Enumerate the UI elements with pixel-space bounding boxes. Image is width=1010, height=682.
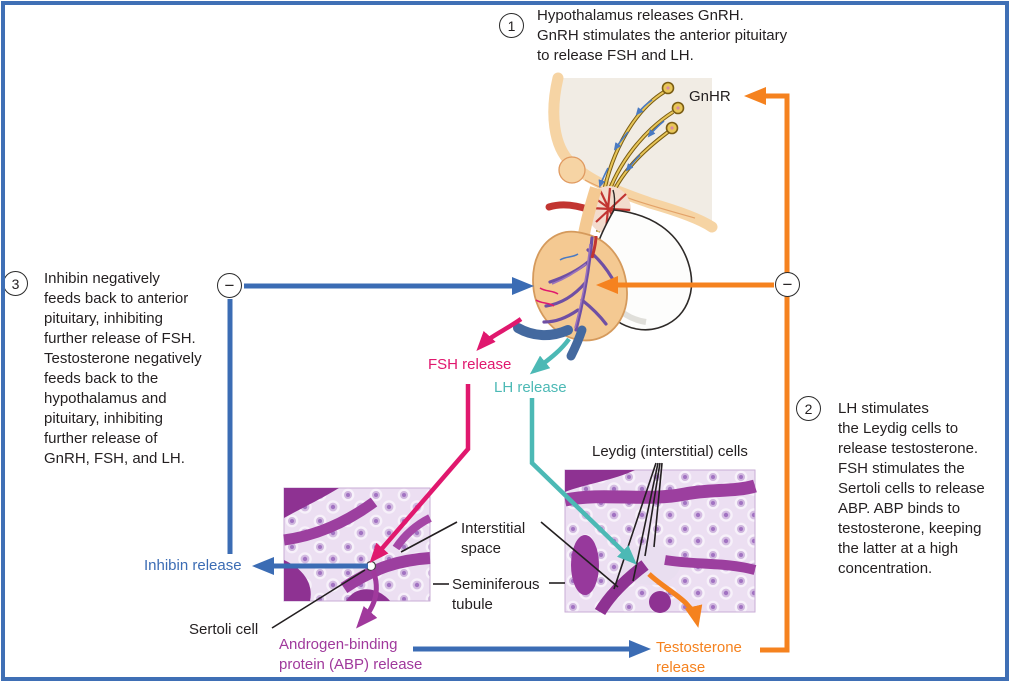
interstitial-space-label: Interstitial space <box>461 520 526 557</box>
lh-release-label: LH release <box>494 379 567 396</box>
testosterone-release-arrow <box>647 572 703 628</box>
step-2-circle: 2 <box>796 396 821 421</box>
step-2-text: LH stimulates the Leydig cells to releas… <box>838 400 985 577</box>
hypophyseal-vein-down <box>566 325 587 361</box>
sertoli-cell-leader <box>271 569 366 629</box>
negative-feedback-circle-right: − <box>775 272 800 297</box>
fsh-release-arrow <box>476 317 523 351</box>
inhibin-release-label: Inhibin release <box>144 557 242 574</box>
testosterone-feedback-loop <box>743 87 790 653</box>
lh-release-arrow <box>529 337 571 375</box>
fsh-to-sertoli-arrow <box>369 384 471 564</box>
hypothalamus-pituitary-illustration <box>513 72 718 361</box>
hypothalamus-knob <box>558 156 586 184</box>
minus-sign: − <box>782 275 793 294</box>
step-1-number: 1 <box>507 17 516 34</box>
sertoli-cell-label: Sertoli cell <box>189 621 259 638</box>
testosterone-release-label: Testosterone release <box>656 639 742 676</box>
anterior-pituitary <box>513 186 628 361</box>
interstitial-space-leader-right <box>540 521 619 588</box>
negative-feedback-circle-left: − <box>217 273 242 298</box>
step-1-text: Hypothalamus releases GnRH. GnRH stimula… <box>537 7 788 64</box>
hypophyseal-vein-left <box>513 323 573 340</box>
lh-to-leydig-arrow <box>529 398 637 565</box>
fsh-release-label: FSH release <box>428 356 512 373</box>
step-1-circle: 1 <box>499 13 524 38</box>
gnhr-label: GnHR <box>689 88 731 105</box>
leader-lines <box>271 462 663 629</box>
minus-sign: − <box>224 276 235 295</box>
leydig-cells-leaders <box>613 462 663 590</box>
abp-release-label: Androgen-binding protein (ABP) release <box>279 636 423 673</box>
interstitial-bands-left <box>283 488 432 601</box>
interstitial-space-leader-left <box>400 521 458 553</box>
leydig-cells-label: Leydig (interstitial) cells <box>592 443 748 460</box>
step-3-circle: 3 <box>3 271 28 296</box>
step-3-text: Inhibin negatively feeds back to anterio… <box>44 270 202 467</box>
abp-release-arrow <box>356 569 379 629</box>
seminiferous-tubule-label: Seminiferous tubule <box>452 576 540 613</box>
hormone-arrows <box>227 87 790 658</box>
seminiferous-tubule-micrograph-left <box>283 487 432 602</box>
step-3-number: 3 <box>11 275 20 292</box>
step-2-number: 2 <box>804 400 813 417</box>
portal-vessels <box>542 236 614 332</box>
